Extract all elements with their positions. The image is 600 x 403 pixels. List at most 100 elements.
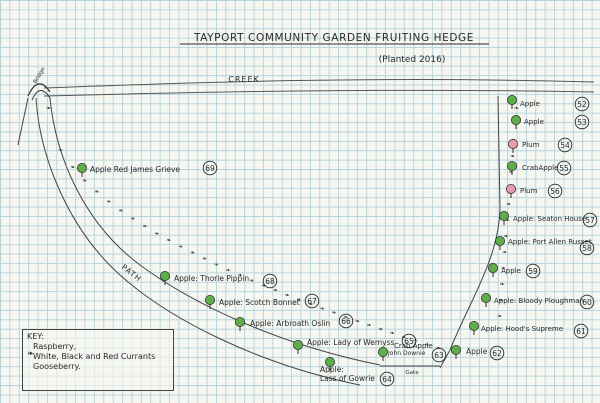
tree-number-69: 69 bbox=[202, 160, 218, 176]
tree-number-55: 55 bbox=[556, 160, 572, 176]
tree-number-68: 68 bbox=[262, 273, 278, 289]
tree-number-52: 52 bbox=[574, 96, 590, 112]
tree-label-53: Apple bbox=[524, 118, 544, 126]
left-bush-mark-9: ❧ bbox=[154, 230, 159, 237]
tree-label-67: Apple: Scotch Bonnet bbox=[219, 298, 300, 307]
svg-text:58: 58 bbox=[582, 244, 592, 253]
path-spur bbox=[17, 97, 29, 146]
right-bush-mark-10: ❧ bbox=[501, 265, 506, 272]
left-bush-mark-13: ❧ bbox=[202, 256, 207, 263]
left-bush-mark-28: ❧ bbox=[378, 326, 383, 333]
left-bush-mark-27: ❧ bbox=[367, 322, 372, 329]
key-title: KEY: bbox=[27, 332, 44, 341]
bush-symbol-icon: ❧ bbox=[27, 349, 34, 358]
key-line-3: Gooseberry. bbox=[33, 362, 81, 371]
tree-label-68: Apple: Thorle Pippin bbox=[174, 274, 249, 283]
left-bush-mark-25: ❧ bbox=[343, 314, 348, 321]
map-title: TAYPORT COMMUNITY GARDEN FRUITING HEDGE bbox=[193, 32, 474, 44]
tree-label-59: Apple bbox=[501, 267, 521, 275]
svg-text:52: 52 bbox=[577, 100, 587, 109]
tree-label-60: Apple: Bloody Ploughman bbox=[494, 297, 584, 305]
creek-line-lower bbox=[43, 89, 595, 97]
left-bush-mark-14: ❧ bbox=[214, 261, 219, 268]
right-bush-mark-9: ❧ bbox=[502, 249, 507, 256]
tree-68 bbox=[159, 270, 170, 285]
tree-number-65: 65 bbox=[401, 333, 417, 349]
tree-number-60: 60 bbox=[579, 294, 595, 310]
tree-number-56: 56 bbox=[547, 183, 563, 199]
tree-label-52: Apple bbox=[520, 100, 540, 108]
svg-text:55: 55 bbox=[559, 164, 569, 173]
right-bush-mark-7: ❧ bbox=[505, 217, 510, 224]
svg-text:62: 62 bbox=[492, 349, 502, 358]
tree-number-67: 67 bbox=[304, 293, 320, 309]
tree-label-54: Plum bbox=[522, 141, 540, 149]
bridge: Bridge bbox=[27, 66, 51, 101]
tree-61 bbox=[468, 320, 479, 335]
bridge-label: Bridge bbox=[33, 66, 47, 85]
path-outer-edge bbox=[35, 97, 361, 386]
tree-57 bbox=[498, 210, 509, 225]
left-bush-mark-6: ❧ bbox=[118, 207, 123, 214]
tree-number-63: 63 bbox=[431, 347, 447, 363]
tree-label-58: Apple: Port Allen Russet bbox=[508, 238, 592, 246]
left-bush-mark-26: ❧ bbox=[355, 318, 360, 325]
key-line-1: Raspberry, bbox=[33, 342, 77, 351]
tree-56 bbox=[505, 183, 516, 198]
tree-54 bbox=[507, 138, 518, 153]
left-bush-mark-30: ❧ bbox=[401, 334, 406, 341]
left-bush-mark-3: ❧ bbox=[82, 177, 87, 184]
key-line-2: White, Black and Red Currants bbox=[33, 352, 156, 361]
tree-label-56: Plum bbox=[520, 187, 538, 195]
left-bush-mark-23: ❧ bbox=[320, 305, 325, 312]
svg-text:69: 69 bbox=[205, 164, 215, 173]
right-bush-mark-8: ❧ bbox=[504, 233, 509, 240]
tree-label-69: Apple Red James Grieve bbox=[90, 165, 180, 174]
right-boundary bbox=[439, 95, 501, 369]
path-inner-edge bbox=[49, 97, 381, 366]
left-bush-mark-24: ❧ bbox=[332, 310, 337, 317]
left-bush-mark-2: ❧ bbox=[70, 164, 75, 171]
bush-arrows: ❧❧❧❧❧❧❧❧❧❧❧❧❧❧❧❧❧❧❧❧❧❧❧❧❧❧❧❧❧❧❧❧❧❧❧❧❧❧❧❧… bbox=[46, 105, 519, 352]
tree-62 bbox=[450, 344, 461, 359]
gate-label: Gate bbox=[405, 370, 419, 376]
left-bush-mark-7: ❧ bbox=[130, 216, 135, 223]
tree-63 bbox=[377, 346, 388, 361]
map-subtitle: (Planted 2016) bbox=[379, 55, 446, 65]
tree-label-57: Apple: Seaton House bbox=[513, 215, 586, 223]
tree-59 bbox=[487, 262, 498, 277]
svg-text:68: 68 bbox=[265, 277, 275, 286]
tree-53 bbox=[510, 115, 521, 129]
tree-55 bbox=[506, 160, 517, 175]
tree-label-64-b: Lass of Gowrie bbox=[320, 374, 375, 383]
left-bush-mark-16: ❧ bbox=[238, 272, 243, 279]
left-bush-mark-1: ❧ bbox=[58, 147, 63, 154]
tree-number-58: 58 bbox=[579, 240, 595, 256]
left-bush-mark-15: ❧ bbox=[226, 267, 231, 274]
key-box: KEY: ❧ Raspberry, White, Black and Red C… bbox=[22, 329, 174, 391]
creek-label: CREEK bbox=[228, 75, 260, 84]
left-bush-mark-22: ❧ bbox=[308, 301, 313, 308]
tree-number-53: 53 bbox=[574, 114, 590, 130]
tree-67 bbox=[204, 294, 215, 309]
svg-text:66: 66 bbox=[341, 317, 351, 326]
tree-66 bbox=[234, 316, 245, 331]
creek-line-upper bbox=[43, 79, 595, 89]
tree-60 bbox=[480, 292, 491, 307]
right-bush-mark-3: ❧ bbox=[510, 153, 515, 160]
tree-label-55: CrabApple bbox=[522, 164, 558, 172]
right-bush-mark-0: ❧ bbox=[514, 105, 519, 112]
svg-text:64: 64 bbox=[382, 375, 392, 384]
left-bush-mark-17: ❧ bbox=[249, 277, 254, 284]
svg-text:53: 53 bbox=[577, 118, 587, 127]
left-bush-mark-21: ❧ bbox=[296, 296, 301, 303]
tree-69 bbox=[77, 162, 88, 177]
svg-text:63: 63 bbox=[434, 351, 444, 360]
left-bush-mark-29: ❧ bbox=[390, 330, 395, 337]
svg-text:56: 56 bbox=[550, 187, 560, 196]
left-bush-mark-4: ❧ bbox=[94, 189, 99, 196]
right-bush-mark-11: ❧ bbox=[500, 281, 505, 288]
tree-label-63-a: Crab Apple bbox=[394, 342, 433, 350]
